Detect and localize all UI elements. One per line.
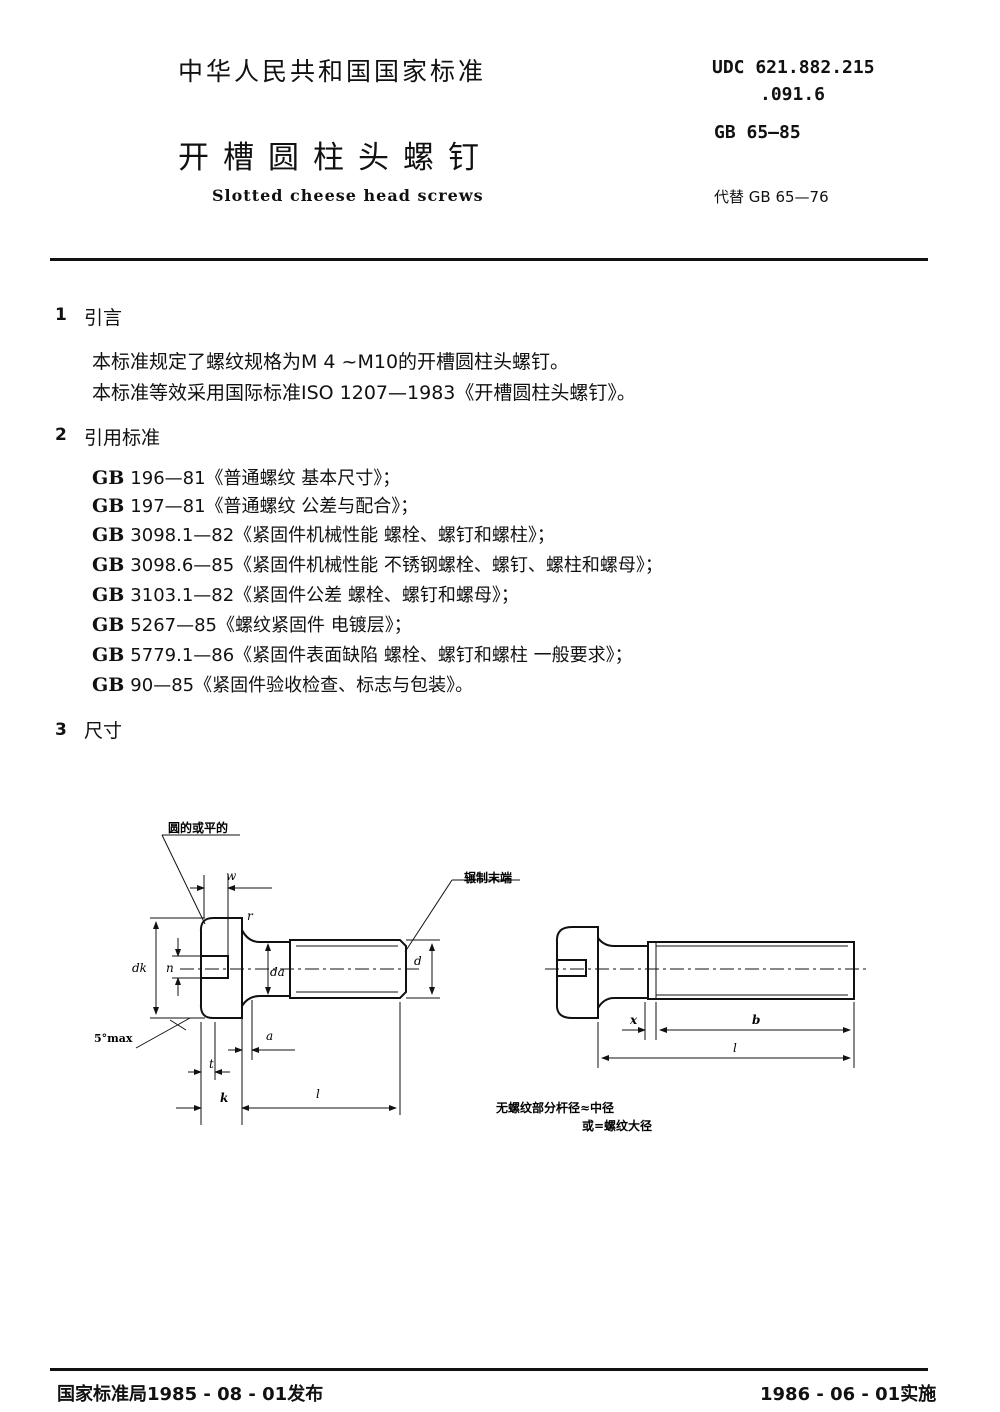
standard-title-cn: 开槽圆柱头螺钉 xyxy=(178,140,493,176)
label-da: da xyxy=(270,965,285,979)
label-b: b xyxy=(752,1013,760,1027)
udc-code-line1: UDC 621.882.215 xyxy=(712,57,875,78)
section-title: 引用标准 xyxy=(84,427,161,449)
replaces-standard: 代替 GB 65—76 xyxy=(714,188,829,206)
paragraph: 本标准等效采用国际标准ISO 1207—1983《开槽圆柱头螺钉》。 xyxy=(92,382,636,404)
label-l: l xyxy=(316,1087,320,1101)
effective-date: 1986 - 06 - 01实施 xyxy=(760,1384,937,1405)
standard-title-en: Slotted cheese head screws xyxy=(212,186,484,205)
paragraph: 本标准规定了螺纹规格为M 4 ~M10的开槽圆柱头螺钉。 xyxy=(92,351,570,373)
issue-date: 国家标准局1985 - 08 - 01发布 xyxy=(57,1384,324,1405)
section-number: 1 xyxy=(55,305,67,325)
label-l2: l xyxy=(733,1041,737,1055)
footer-divider xyxy=(50,1368,928,1371)
label-r: r xyxy=(247,909,254,923)
label-x: x xyxy=(629,1013,638,1027)
label-round-or-flat: 圆的或平的 xyxy=(168,820,228,835)
screw-dimension-drawing: 圆的或平的 辗制末端 w r dk n da d 5°max a t k l x… xyxy=(94,820,866,1133)
issuing-authority: 中华人民共和国国家标准 xyxy=(178,57,487,86)
label-d: d xyxy=(414,954,422,968)
side-view-dimensions xyxy=(135,834,520,1125)
label-k: k xyxy=(220,1091,228,1105)
side-view xyxy=(199,917,407,1019)
section-number: 3 xyxy=(55,720,67,740)
standard-number: GB 65—85 xyxy=(714,122,801,143)
front-view xyxy=(555,926,855,1019)
label-w: w xyxy=(226,869,237,883)
header-divider xyxy=(50,258,928,261)
udc-code-line2: .091.6 xyxy=(760,84,826,105)
section-title: 尺寸 xyxy=(84,720,123,742)
label-dk: dk xyxy=(132,961,147,975)
label-rolled-end: 辗制末端 xyxy=(464,870,512,885)
label-angle: 5°max xyxy=(94,1032,133,1045)
label-t: t xyxy=(209,1057,214,1071)
front-view-dimensions xyxy=(597,1002,855,1068)
note-shank-diameter-alt: 或=螺纹大径 xyxy=(582,1118,652,1133)
section-number: 2 xyxy=(55,425,67,445)
label-n: n xyxy=(166,961,174,975)
label-a: a xyxy=(266,1029,273,1043)
section-title: 引言 xyxy=(84,307,123,329)
note-shank-diameter: 无螺纹部分杆径≈中径 xyxy=(495,1100,614,1115)
